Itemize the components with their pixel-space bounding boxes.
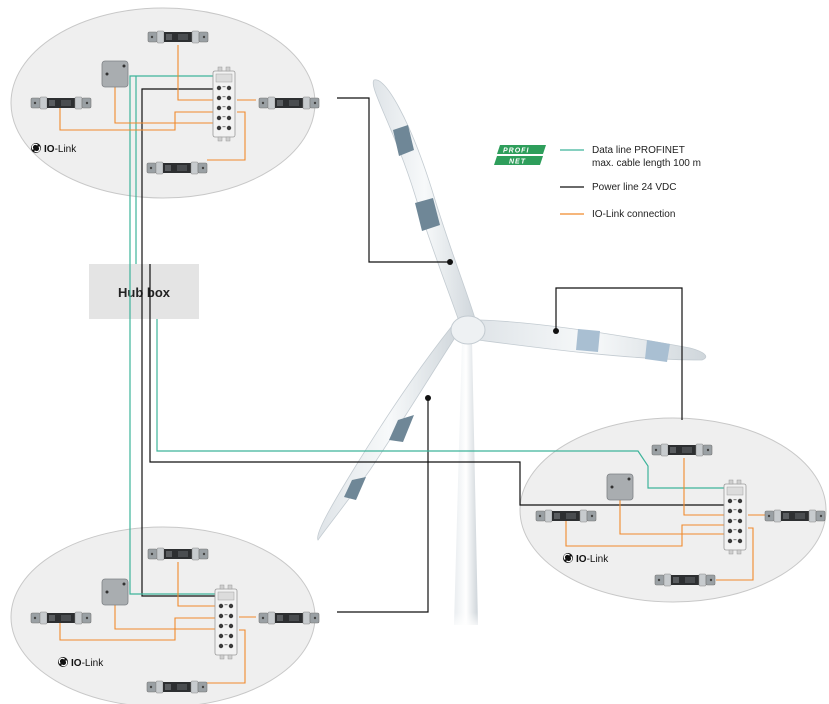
legend: PROFI NET Data line PROFINET max. cable …	[494, 145, 701, 220]
io-link-logo: IO-Link	[30, 142, 77, 155]
turbine-blade-lower	[317, 325, 461, 541]
data-line-left-trunk	[129, 75, 215, 595]
power-lines	[141, 88, 724, 613]
power-line-bottom-to-blade	[337, 398, 429, 613]
profinet-logo-top: PROFI	[503, 148, 529, 155]
blade-marker	[393, 125, 414, 156]
blade-marker	[415, 198, 440, 231]
blade-connection-point	[425, 395, 431, 401]
blade-marker	[645, 340, 670, 362]
io-link-suffix: -Link	[55, 144, 78, 155]
io-link-icon	[562, 552, 574, 564]
data-lines	[129, 75, 724, 595]
wind-turbine-icon	[317, 79, 707, 630]
io-link-suffix: -Link	[82, 658, 105, 669]
sensor-icon	[101, 578, 129, 606]
sensor-icon	[764, 509, 826, 523]
blade-marker	[389, 415, 414, 442]
io-link-bold: IO	[71, 658, 82, 669]
turbine-tower	[454, 340, 478, 625]
sensor-icon	[258, 611, 320, 625]
hub-box-label: Hub box	[118, 285, 171, 300]
io-link-logo: IO-Link	[562, 552, 609, 565]
sensor-icon	[258, 96, 320, 110]
io-link-bold: IO	[576, 554, 587, 565]
legend-data-line-sublabel: max. cable length 100 m	[592, 158, 701, 169]
sensor-icon	[30, 96, 92, 110]
io-link-icon	[30, 142, 42, 154]
hub-box: Hub box	[89, 264, 199, 319]
turbine-hub	[450, 315, 486, 345]
sensor-icon	[651, 443, 713, 457]
sensor-icon	[146, 680, 208, 694]
legend-power-line-label: Power line 24 VDC	[592, 182, 676, 193]
sensor-icon	[147, 547, 209, 561]
sensor-icon	[147, 30, 209, 44]
sensor-icon	[101, 60, 129, 88]
cluster-bottom-left-devices: IO-Link	[30, 547, 320, 694]
sensor-icon	[654, 573, 716, 587]
io-link-icon	[57, 656, 69, 668]
blade-connection-point	[447, 259, 453, 265]
blade-connection-point	[553, 328, 559, 334]
blade-marker	[576, 329, 600, 352]
profinet-logo-bottom: NET	[509, 159, 526, 166]
cluster-right	[519, 417, 827, 603]
io-link-suffix: -Link	[587, 554, 610, 565]
svg-text:IO-Link: IO-Link	[44, 144, 77, 155]
power-line-hub-to-right	[149, 264, 724, 506]
turbine-blade-right	[477, 319, 707, 362]
io-module-icon	[214, 584, 238, 660]
blade-marker	[344, 477, 366, 500]
legend-data-line-label: Data line PROFINET	[592, 145, 685, 156]
sensor-icon	[30, 611, 92, 625]
svg-text:IO-Link: IO-Link	[71, 658, 104, 669]
sensor-icon	[606, 473, 634, 501]
power-line-right-blade	[555, 287, 683, 420]
legend-io-link-label: IO-Link connection	[592, 209, 675, 220]
turbine-blade-upper	[372, 79, 477, 331]
profinet-logo: PROFI NET	[494, 145, 546, 166]
sensor-icon	[146, 161, 208, 175]
power-line-top-right-to-blade	[337, 97, 450, 263]
svg-text:IO-Link: IO-Link	[576, 554, 609, 565]
data-line-hub-to-right	[156, 319, 724, 489]
io-module-icon	[212, 66, 236, 142]
cluster-right-devices: IO-Link	[535, 443, 826, 587]
io-link-bold: IO	[44, 144, 55, 155]
sensor-icon	[535, 509, 597, 523]
io-link-logo: IO-Link	[57, 656, 104, 669]
io-module-icon	[723, 479, 747, 555]
cluster-top-left-devices: IO-Link	[30, 30, 320, 175]
